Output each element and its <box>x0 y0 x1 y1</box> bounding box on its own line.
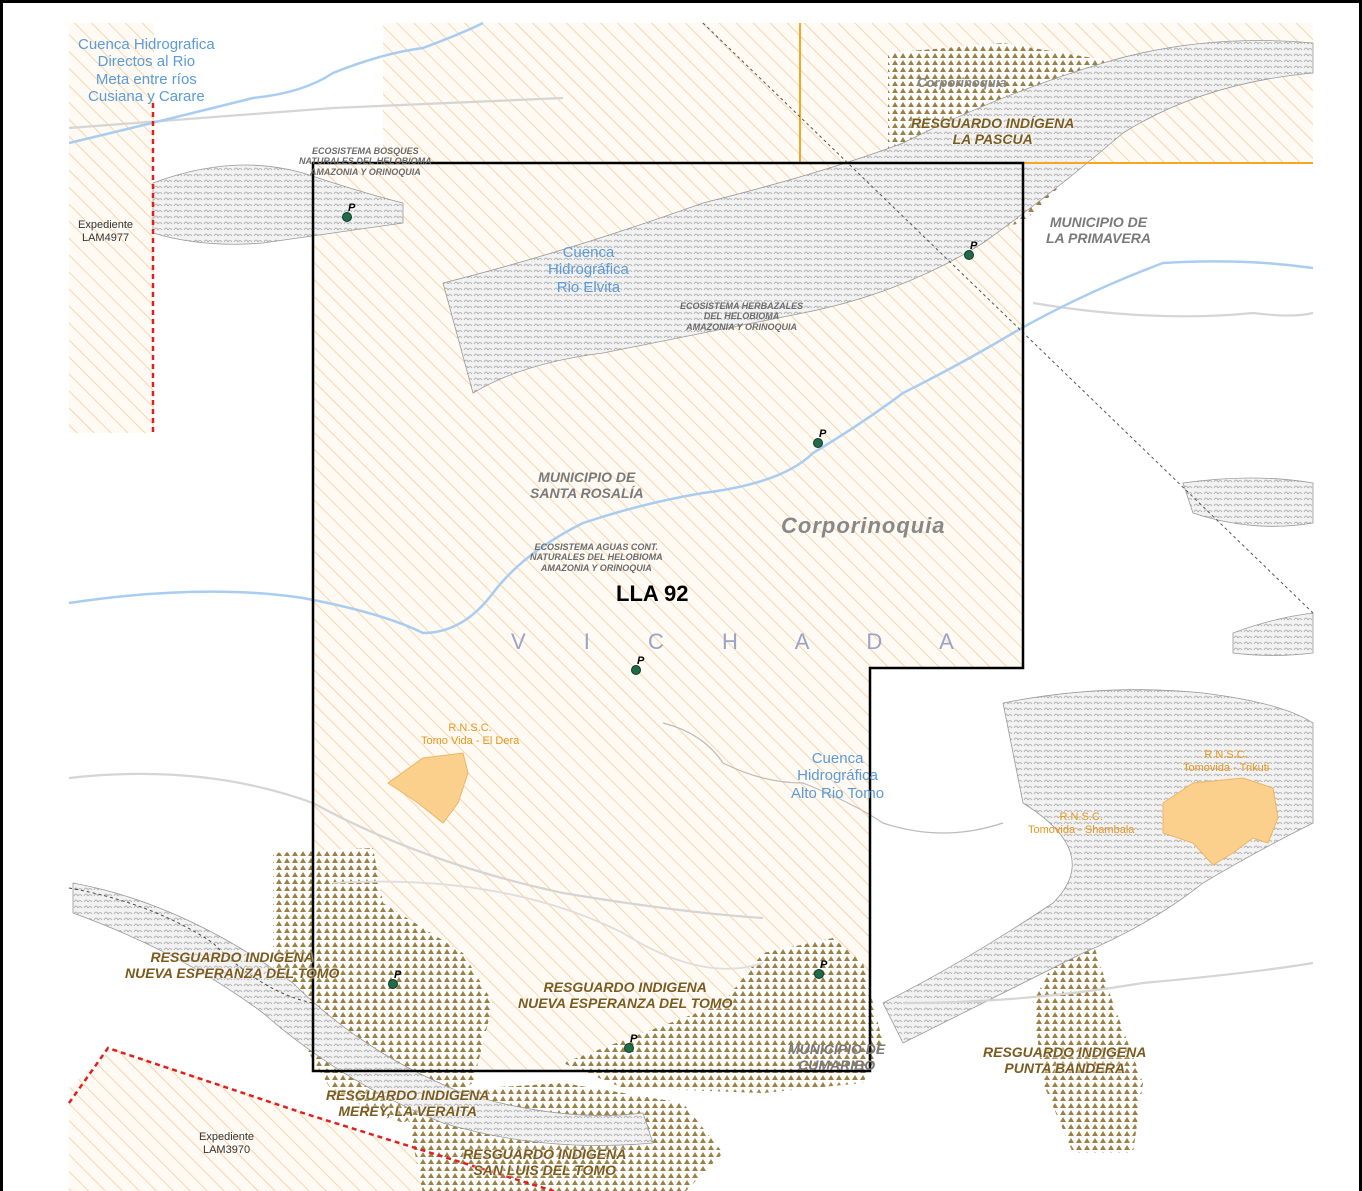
department-label: V I C H A D A <box>511 629 980 654</box>
well-point-icon[interactable] <box>964 250 974 260</box>
road-north <box>68 96 564 130</box>
well-point-label: P <box>637 655 645 667</box>
road-east <box>1032 301 1314 318</box>
resguardo-center-area <box>563 938 883 1093</box>
well-point-icon[interactable] <box>631 665 641 675</box>
well-point-icon[interactable] <box>624 1043 634 1053</box>
well-point-label: P <box>348 202 356 214</box>
well-point-icon[interactable] <box>388 979 398 989</box>
hatch-area-west <box>69 23 154 433</box>
marsh-band-northwest <box>152 164 404 245</box>
reserve-tomo-vida-label: R.N.S.C.Tomo Vida - El Dera <box>421 722 520 747</box>
road-south <box>68 772 764 920</box>
marsh-band-north <box>442 40 1314 394</box>
corporation-north-label: Corporinoquia <box>917 75 1007 90</box>
well-point-icon[interactable] <box>814 969 824 979</box>
red-dashed-line-southwest <box>67 1046 558 1191</box>
marsh-band-far-east <box>1182 477 1314 527</box>
well-point-icon[interactable] <box>342 212 352 222</box>
reserve-trikuti-label: R.N.S.C.Tomovida - Trikuti <box>1183 749 1270 774</box>
marsh-band-east-mid <box>1232 612 1314 656</box>
well-point-icon[interactable] <box>813 438 823 448</box>
river-tomo <box>662 722 1004 834</box>
corporation-main-label: Corporinoquia <box>781 513 946 538</box>
road-southeast <box>902 961 1314 1005</box>
block-boundary <box>311 161 1025 1073</box>
ecosystem-aguas-label: ECOSISTEMA AGUAS CONT.NATURALES DEL HELO… <box>530 542 663 573</box>
river-main <box>68 260 1314 635</box>
resguardo-punta-bandera-area <box>1033 943 1143 1153</box>
reserve-shambala-label: R.N.S.C.Tomovida - Shambala <box>1028 811 1135 836</box>
reserve-trikuti-area <box>1162 777 1279 866</box>
well-point-label: P <box>630 1033 638 1045</box>
well-point-label: P <box>819 428 827 440</box>
reserve-tomo-vida-area <box>387 752 469 824</box>
well-point-label: P <box>970 240 978 252</box>
road-central <box>332 880 764 970</box>
well-point-label: P <box>820 959 828 971</box>
well-point-label: P <box>394 969 402 981</box>
marsh-band-east <box>882 689 1314 1044</box>
river-meta <box>68 21 484 145</box>
block-label: LLA 92 <box>616 581 689 606</box>
map-graphics <box>67 21 1314 1191</box>
marsh-band-south <box>72 882 654 1146</box>
